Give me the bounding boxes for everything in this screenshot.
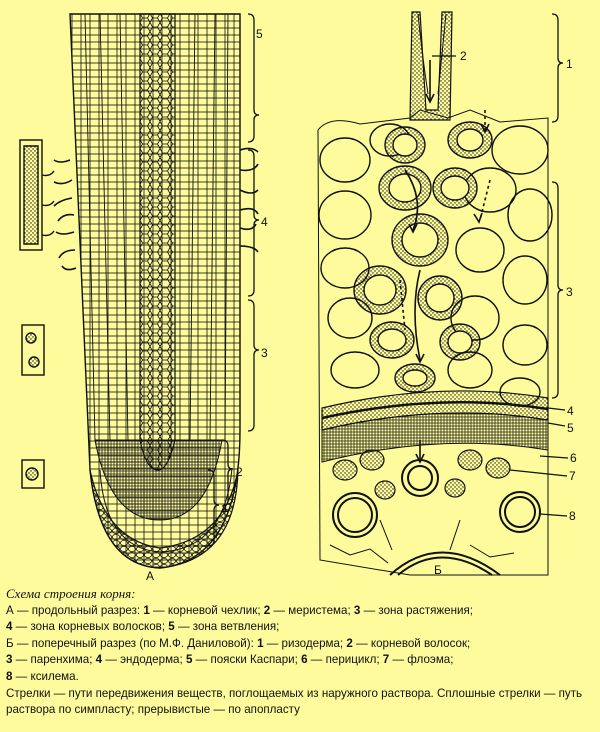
- label-b-2: 2: [460, 49, 467, 63]
- figure-caption: Схема строения корня: А — продольный раз…: [6, 586, 596, 719]
- caption-title: Схема строения корня:: [6, 586, 136, 601]
- label-a-1: 1: [222, 501, 229, 515]
- label-b-7: 7: [569, 469, 576, 483]
- cell-inset-meristem: [21, 324, 45, 376]
- zone-brackets-b: [551, 13, 564, 399]
- label-b-6: 6: [570, 451, 577, 465]
- caption-line-a2: 4 — зона корневых волосков; 5 — зона вет…: [6, 620, 280, 634]
- caption-line-a: А — продольный разрез: 1 — корневой чехл…: [6, 603, 473, 617]
- caption-line-b3: 8 — ксилема.: [6, 669, 79, 683]
- panel-a-letter: А: [146, 569, 154, 582]
- panel-a-longitudinal-section: 5 4 3 2 1 А: [19, 13, 268, 582]
- caption-line-b: Б — поперечный разрез (по М.Ф. Даниловой…: [6, 636, 471, 650]
- cell-inset-cap: [21, 459, 45, 489]
- label-a-4: 4: [261, 215, 268, 229]
- caption-arrows-note: Стрелки — пути передвижения веществ, пог…: [6, 686, 583, 717]
- label-a-2: 2: [236, 465, 243, 479]
- label-a-5: 5: [256, 27, 263, 41]
- zone-brackets-a: [207, 13, 260, 547]
- cell-inset-elongated: [19, 139, 55, 251]
- label-b-3: 3: [566, 285, 573, 299]
- label-b-1: 1: [566, 57, 573, 71]
- panel-b-letter: Б: [434, 563, 442, 577]
- label-b-4: 4: [567, 404, 574, 418]
- label-b-5: 5: [567, 421, 574, 435]
- label-b-8: 8: [569, 509, 576, 523]
- label-a-3: 3: [261, 346, 268, 360]
- root-structure-diagram: 5 4 3 2 1 А: [19, 11, 577, 582]
- panel-b-cross-section: 2 1 3 4 5 6 7 8 Б: [317, 11, 577, 577]
- caption-line-b2: 3 — паренхима; 4 — эндодерма; 5 — пояски…: [6, 653, 454, 667]
